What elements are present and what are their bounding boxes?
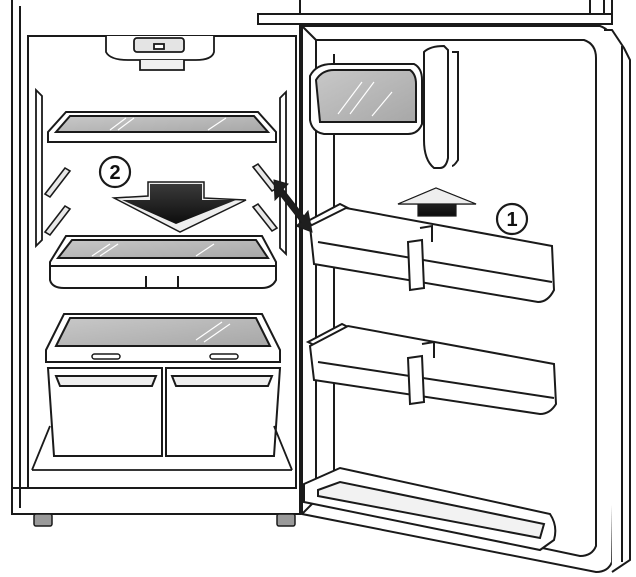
crisper-cover	[46, 314, 280, 362]
door-handle	[424, 46, 458, 168]
top-glass-shelf	[48, 112, 276, 142]
freezer-door-edge	[258, 0, 612, 24]
callout-label-2: 2	[109, 162, 120, 184]
callout-step-2: 2	[100, 157, 130, 187]
middle-glass-shelf	[50, 236, 276, 288]
callout-step-1: 1	[497, 204, 527, 234]
callout-label-1: 1	[506, 209, 517, 231]
dairy-compartment	[310, 64, 422, 134]
leveling-feet	[34, 514, 295, 526]
